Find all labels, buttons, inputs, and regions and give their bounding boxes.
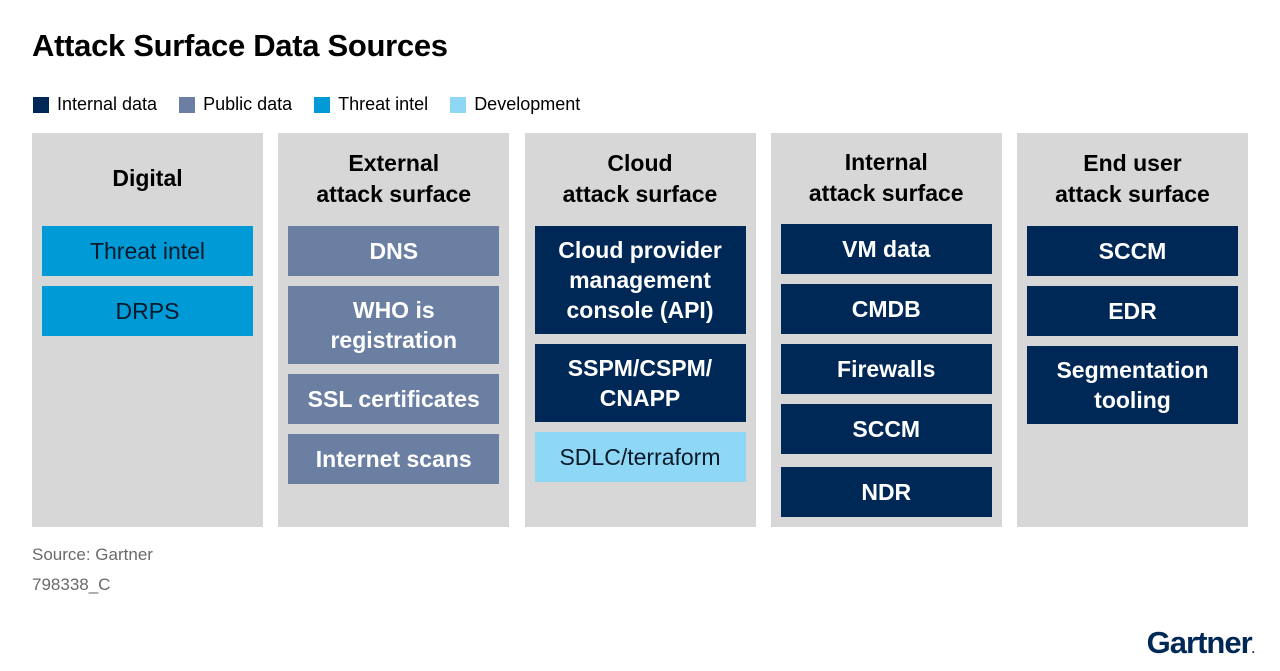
column-title: External attack surface <box>316 149 472 207</box>
column-digital: Digital Threat intel DRPS <box>32 133 263 527</box>
legend-label: Public data <box>203 94 293 114</box>
source-box-threat-intel: Threat intel <box>42 226 253 276</box>
column-title: Internal attack surface <box>808 148 964 206</box>
legend-label: Internal data <box>57 94 158 114</box>
source-box-segmentation-tooling: Segmentation tooling <box>1027 346 1238 424</box>
figure-id: 798338_C <box>32 575 111 594</box>
source-box-sccm: SCCM <box>780 404 992 454</box>
source-box-drps: DRPS <box>42 286 253 336</box>
diagram-title: Attack Surface Data Sources <box>32 28 448 63</box>
source-box-dns: DNS <box>288 226 500 276</box>
source-box-cmdb: CMDB <box>780 284 992 334</box>
logo-text: Gartner <box>1146 625 1253 660</box>
legend-swatch <box>179 96 196 113</box>
column-internal-attack-surface: Internal attack surface VM data CMDB Fir… <box>770 133 1002 527</box>
column-external-attack-surface: External attack surface DNS WHO is regis… <box>278 133 510 527</box>
legend-item-public: Public data <box>179 94 292 115</box>
column-cloud-attack-surface: Cloud attack surface Cloud provider mana… <box>524 133 756 527</box>
source-box-cloud-provider-console: Cloud provider management console (API) <box>534 226 746 334</box>
source-box-sccm: SCCM <box>1027 226 1238 276</box>
column-title: End user attack surface <box>1055 149 1210 207</box>
legend-label: Threat intel <box>338 94 429 114</box>
legend: Internal data Public data Threat intel D… <box>33 94 602 115</box>
legend-item-internal: Internal data <box>33 94 157 115</box>
source-box-edr: EDR <box>1027 286 1238 336</box>
column-end-user-attack-surface: End user attack surface SCCM EDR Segment… <box>1017 133 1248 527</box>
column-title: Cloud attack surface <box>562 149 718 207</box>
source-box-whois: WHO is registration <box>288 286 500 364</box>
legend-item-development: Development <box>450 94 580 115</box>
source-box-internet-scans: Internet scans <box>288 434 500 484</box>
source-box-ndr: NDR <box>780 467 992 517</box>
legend-item-threat: Threat intel <box>314 94 428 115</box>
source-box-vm-data: VM data <box>780 224 992 274</box>
source-box-sspm-cspm-cnapp: SSPM/CSPM/ CNAPP <box>534 344 746 422</box>
legend-swatch <box>33 96 49 113</box>
gartner-logo: Gartner. <box>1146 625 1256 660</box>
source-box-firewalls: Firewalls <box>780 344 992 394</box>
column-title: Digital <box>112 165 183 191</box>
legend-swatch <box>450 96 467 113</box>
source-box-ssl-certificates: SSL certificates <box>288 374 500 424</box>
columns: Digital Threat intel DRPS External attac… <box>32 133 1248 527</box>
legend-swatch <box>314 96 331 113</box>
legend-label: Development <box>474 94 581 114</box>
source-box-sdlc-terraform: SDLC/terraform <box>534 432 746 482</box>
source-note: Source: Gartner <box>32 545 153 564</box>
